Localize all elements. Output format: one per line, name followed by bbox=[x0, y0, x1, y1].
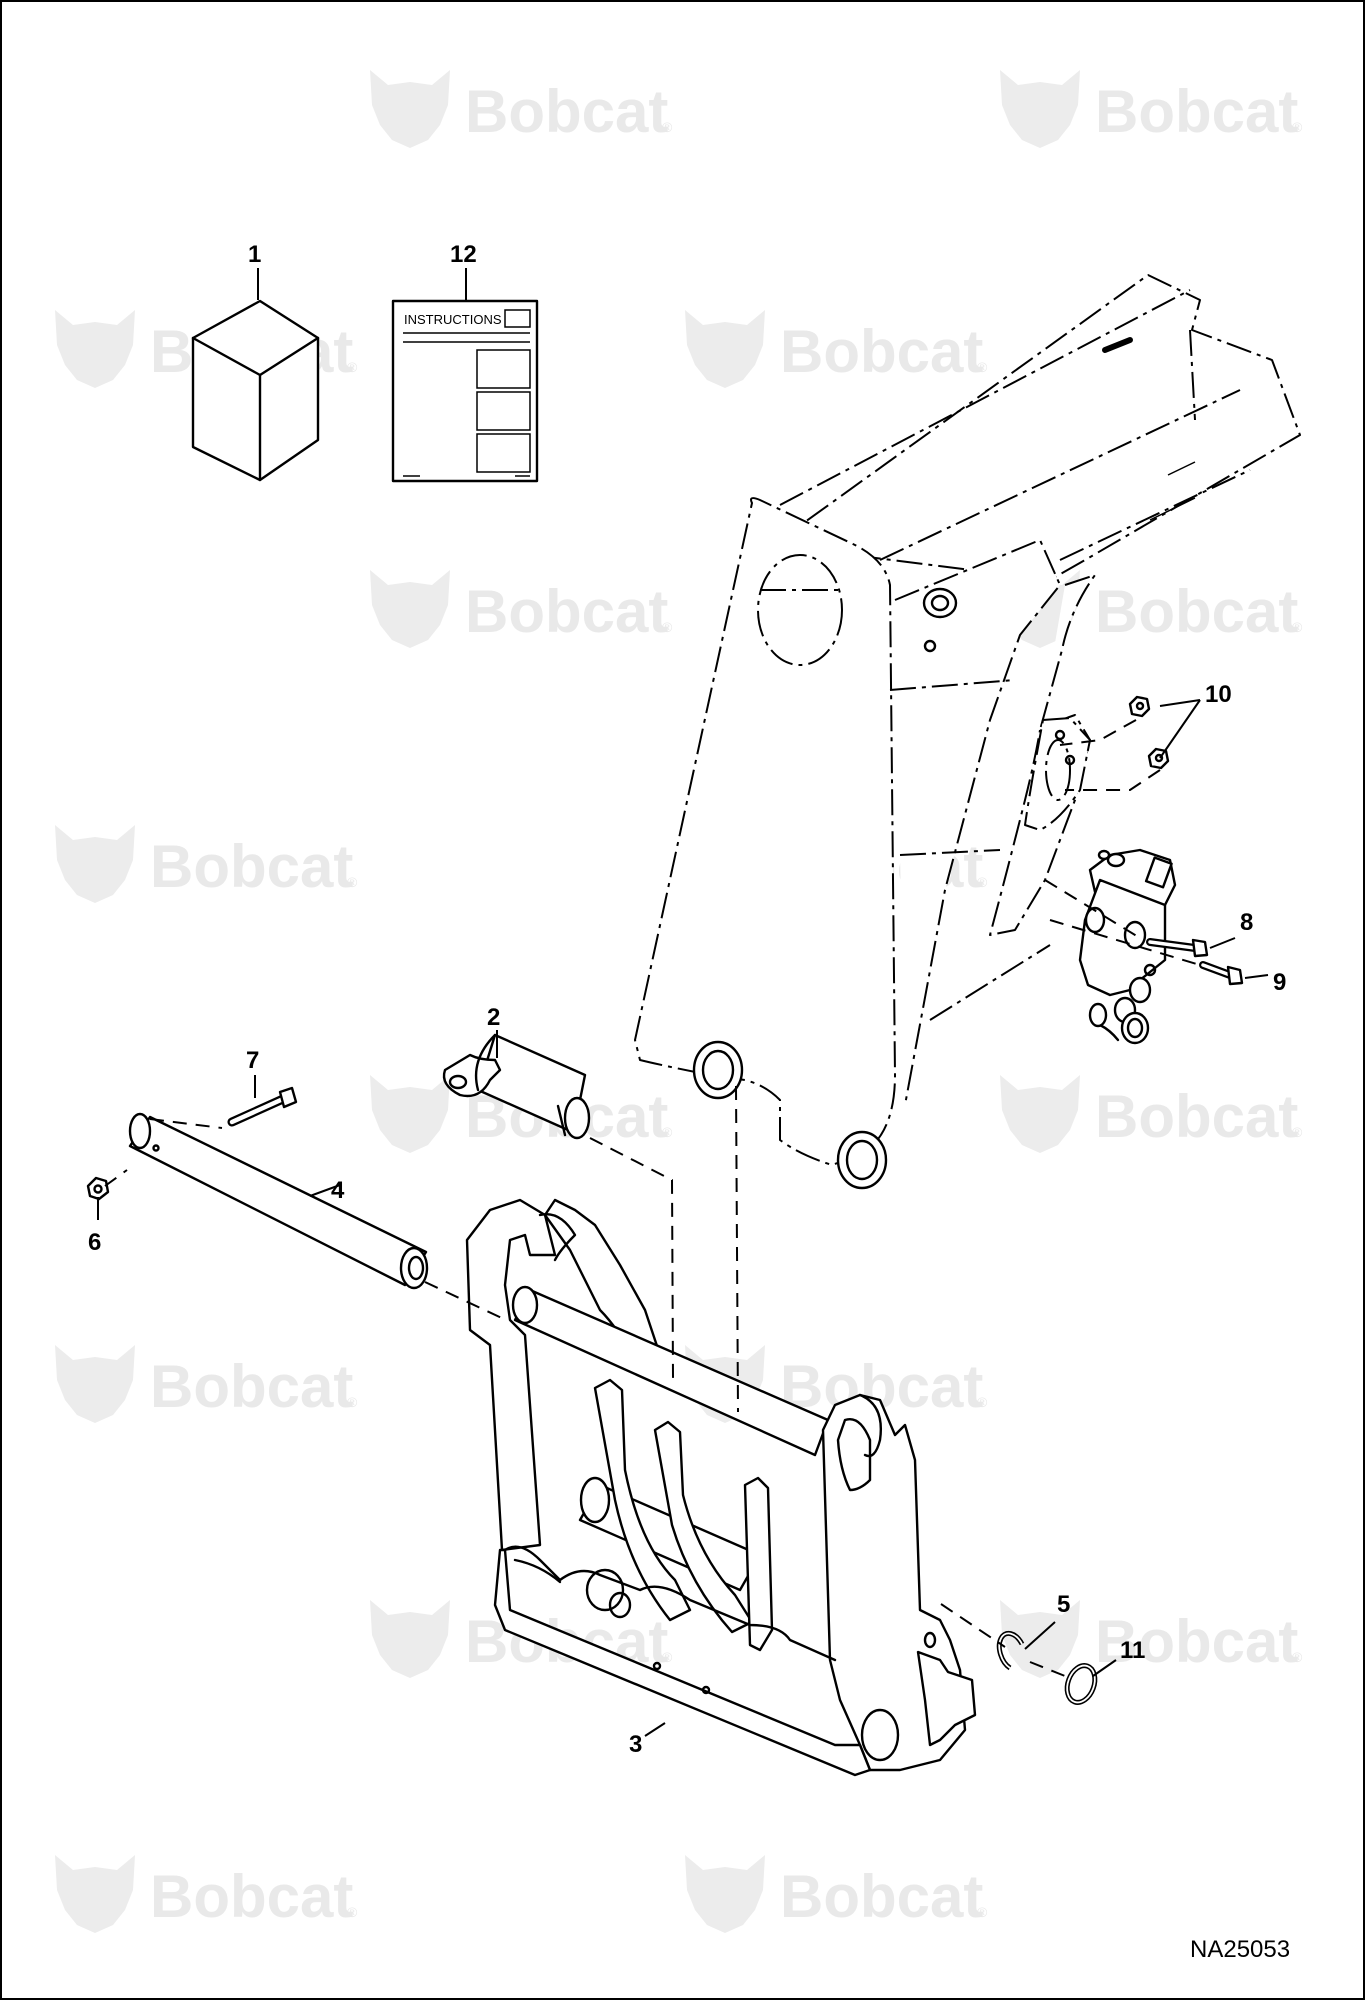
watermark-brand-text: Bobcat bbox=[465, 78, 668, 145]
assembly-lines bbox=[104, 719, 1201, 1679]
bobcat-logo-icon bbox=[685, 310, 765, 388]
bobcat-watermark: Bobcat® bbox=[55, 825, 358, 903]
watermark-brand-text: Bobcat bbox=[465, 578, 668, 645]
instructions-logo-box bbox=[504, 309, 531, 328]
bobcat-logo-icon bbox=[1000, 1075, 1080, 1153]
watermark-brand-text: Bobcat bbox=[1095, 1083, 1298, 1150]
bobcat-logo-icon bbox=[1000, 1600, 1080, 1678]
callout-1: 1 bbox=[248, 241, 261, 268]
bobcat-watermark: Bobcat® bbox=[55, 1855, 358, 1933]
boom-arm-phantom bbox=[634, 274, 1301, 1190]
part-2-pivot-pin bbox=[442, 1033, 591, 1140]
bobcat-watermark: Bobcat® bbox=[1000, 1075, 1303, 1153]
bobcat-logo-icon bbox=[1000, 70, 1080, 148]
callout-5: 5 bbox=[1057, 1591, 1070, 1618]
watermark-registered-mark: ® bbox=[662, 1649, 673, 1665]
callout-12: 12 bbox=[450, 241, 477, 268]
watermark-layer: Bobcat®Bobcat®Bobcat®Bobcat®Bobcat®Bobca… bbox=[55, 70, 1303, 1933]
bobcat-logo-icon bbox=[55, 1855, 135, 1933]
leader-lines bbox=[97, 268, 1269, 1737]
bobcat-watermark: Bobcat® bbox=[1000, 70, 1303, 148]
bobcat-watermark: Bobcat® bbox=[55, 1345, 358, 1423]
part-7-bolt bbox=[227, 1086, 298, 1127]
bobcat-logo-icon bbox=[55, 825, 135, 903]
watermark-registered-mark: ® bbox=[347, 1904, 358, 1920]
figure-id: NA25053 bbox=[1190, 1936, 1290, 1963]
callout-4: 4 bbox=[331, 1177, 345, 1204]
part-12-instructions-sheet: INSTRUCTIONS bbox=[391, 299, 539, 483]
callout-2: 2 bbox=[487, 1004, 500, 1031]
watermark-brand-text: Bobcat bbox=[150, 1353, 353, 1420]
watermark-registered-mark: ® bbox=[662, 619, 673, 635]
watermark-brand-text: Bobcat bbox=[1095, 78, 1298, 145]
callout-10: 10 bbox=[1205, 681, 1232, 708]
watermark-registered-mark: ® bbox=[977, 1904, 988, 1920]
part-6-nut bbox=[86, 1176, 110, 1201]
watermark-brand-text: Bobcat bbox=[1095, 1608, 1298, 1675]
bobcat-logo-icon bbox=[370, 1600, 450, 1678]
watermark-registered-mark: ® bbox=[347, 874, 358, 890]
watermark-registered-mark: ® bbox=[1292, 1649, 1303, 1665]
part-9-bolt bbox=[1199, 961, 1244, 986]
callout-8: 8 bbox=[1240, 909, 1253, 936]
bobcat-logo-icon bbox=[370, 1075, 450, 1153]
watermark-registered-mark: ® bbox=[977, 359, 988, 375]
watermark-brand-text: Bobcat bbox=[780, 318, 983, 385]
watermark-brand-text: Bobcat bbox=[150, 833, 353, 900]
hydraulic-coupler-block bbox=[1078, 848, 1177, 1045]
watermark-registered-mark: ® bbox=[977, 1394, 988, 1410]
bobcat-watermark: Bobcat® bbox=[685, 310, 988, 388]
watermark-brand-text: Bobcat bbox=[1095, 578, 1298, 645]
bobcat-logo-icon bbox=[55, 310, 135, 388]
bobcat-logo-icon bbox=[370, 70, 450, 148]
part-1-kit-box bbox=[191, 299, 320, 482]
watermark-registered-mark: ® bbox=[347, 359, 358, 375]
bobcat-watermark: Bobcat® bbox=[685, 1855, 988, 1933]
bobcat-logo-icon bbox=[55, 1345, 135, 1423]
callout-7: 7 bbox=[246, 1047, 259, 1074]
callout-9: 9 bbox=[1273, 969, 1286, 996]
part-3-attachment-frame bbox=[465, 1198, 977, 1777]
part-4-long-pin bbox=[128, 1112, 429, 1290]
instructions-heading: INSTRUCTIONS bbox=[404, 312, 502, 327]
watermark-registered-mark: ® bbox=[662, 119, 673, 135]
part-11-o-ring bbox=[1064, 1663, 1098, 1705]
bobcat-logo-icon bbox=[685, 1855, 765, 1933]
tilt-bracket-phantom bbox=[989, 574, 1096, 936]
bobcat-logo-icon bbox=[370, 570, 450, 648]
watermark-brand-text: Bobcat bbox=[150, 1863, 353, 1930]
callout-11: 11 bbox=[1120, 1637, 1145, 1664]
bobcat-watermark: Bobcat® bbox=[370, 70, 673, 148]
bobcat-watermark: Bobcat® bbox=[370, 570, 673, 648]
watermark-registered-mark: ® bbox=[977, 874, 988, 890]
watermark-registered-mark: ® bbox=[1292, 1124, 1303, 1140]
watermark-registered-mark: ® bbox=[662, 1124, 673, 1140]
callout-3: 3 bbox=[629, 1731, 642, 1758]
part-5-retaining-ring bbox=[996, 1630, 1025, 1671]
watermark-brand-text: Bobcat bbox=[780, 1863, 983, 1930]
callout-6: 6 bbox=[88, 1229, 101, 1256]
watermark-registered-mark: ® bbox=[347, 1394, 358, 1410]
watermark-registered-mark: ® bbox=[1292, 619, 1303, 635]
part-8-bolt bbox=[1146, 938, 1209, 958]
bobcat-watermark: Bobcat® bbox=[1000, 1600, 1303, 1678]
callout-numbers: 1 12 2 7 4 6 3 10 8 9 5 11 bbox=[88, 241, 1286, 1758]
watermark-registered-mark: ® bbox=[1292, 119, 1303, 135]
